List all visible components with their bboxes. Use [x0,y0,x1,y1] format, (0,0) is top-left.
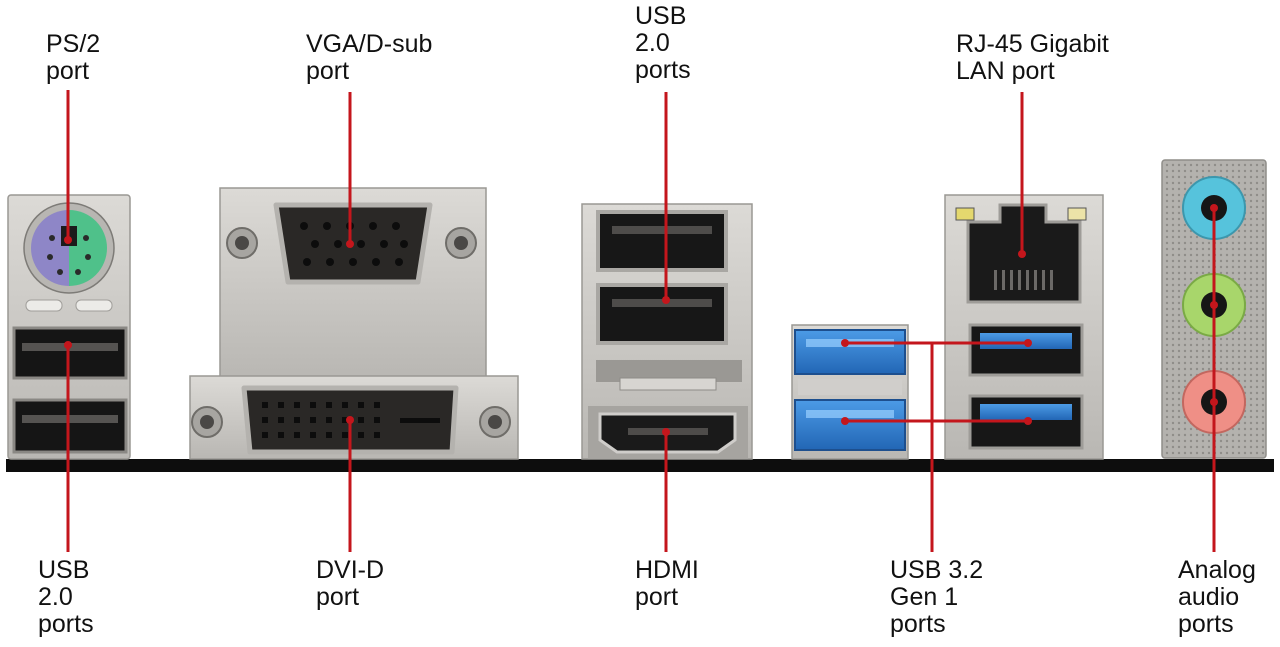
label-rj45-port: RJ-45 Gigabit LAN port [956,30,1109,85]
ps2-usb-stack [7,194,131,460]
label-vga-port: VGA/D-sub port [306,30,433,85]
rj45-usb32-stack [944,194,1104,460]
label-usb32-ports: USB 3.2 Gen 1 ports [890,556,984,638]
label-dvi-port: DVI-D port [316,556,385,611]
usb32-stack [791,324,909,460]
label-hdmi-port: HDMI port [635,556,699,611]
leader-lines [66,90,1216,552]
label-ps2-port: PS/2 port [46,30,101,85]
ps2-port-green-half [69,210,107,286]
usb2-port-left-upper [12,326,128,380]
usb2-port-lower [596,283,728,345]
leader-endpoints [64,204,1218,436]
usb32-port-left-lower [794,399,906,451]
usb32-port-right-upper [968,323,1084,377]
vga-dvi-bracket [189,187,519,460]
label-usb2-ports-bottom: USB 2.0 ports [38,556,94,638]
label-usb2-ports-top: USB 2.0 ports [635,2,691,84]
board-edge [6,459,1274,472]
usb2-port-left-lower [12,398,128,454]
label-audio-ports: Analog audio ports [1178,556,1256,638]
usb2-port-upper [596,210,728,272]
usb32-port-left-upper [794,329,906,375]
ps2-port-purple-half [31,210,69,286]
